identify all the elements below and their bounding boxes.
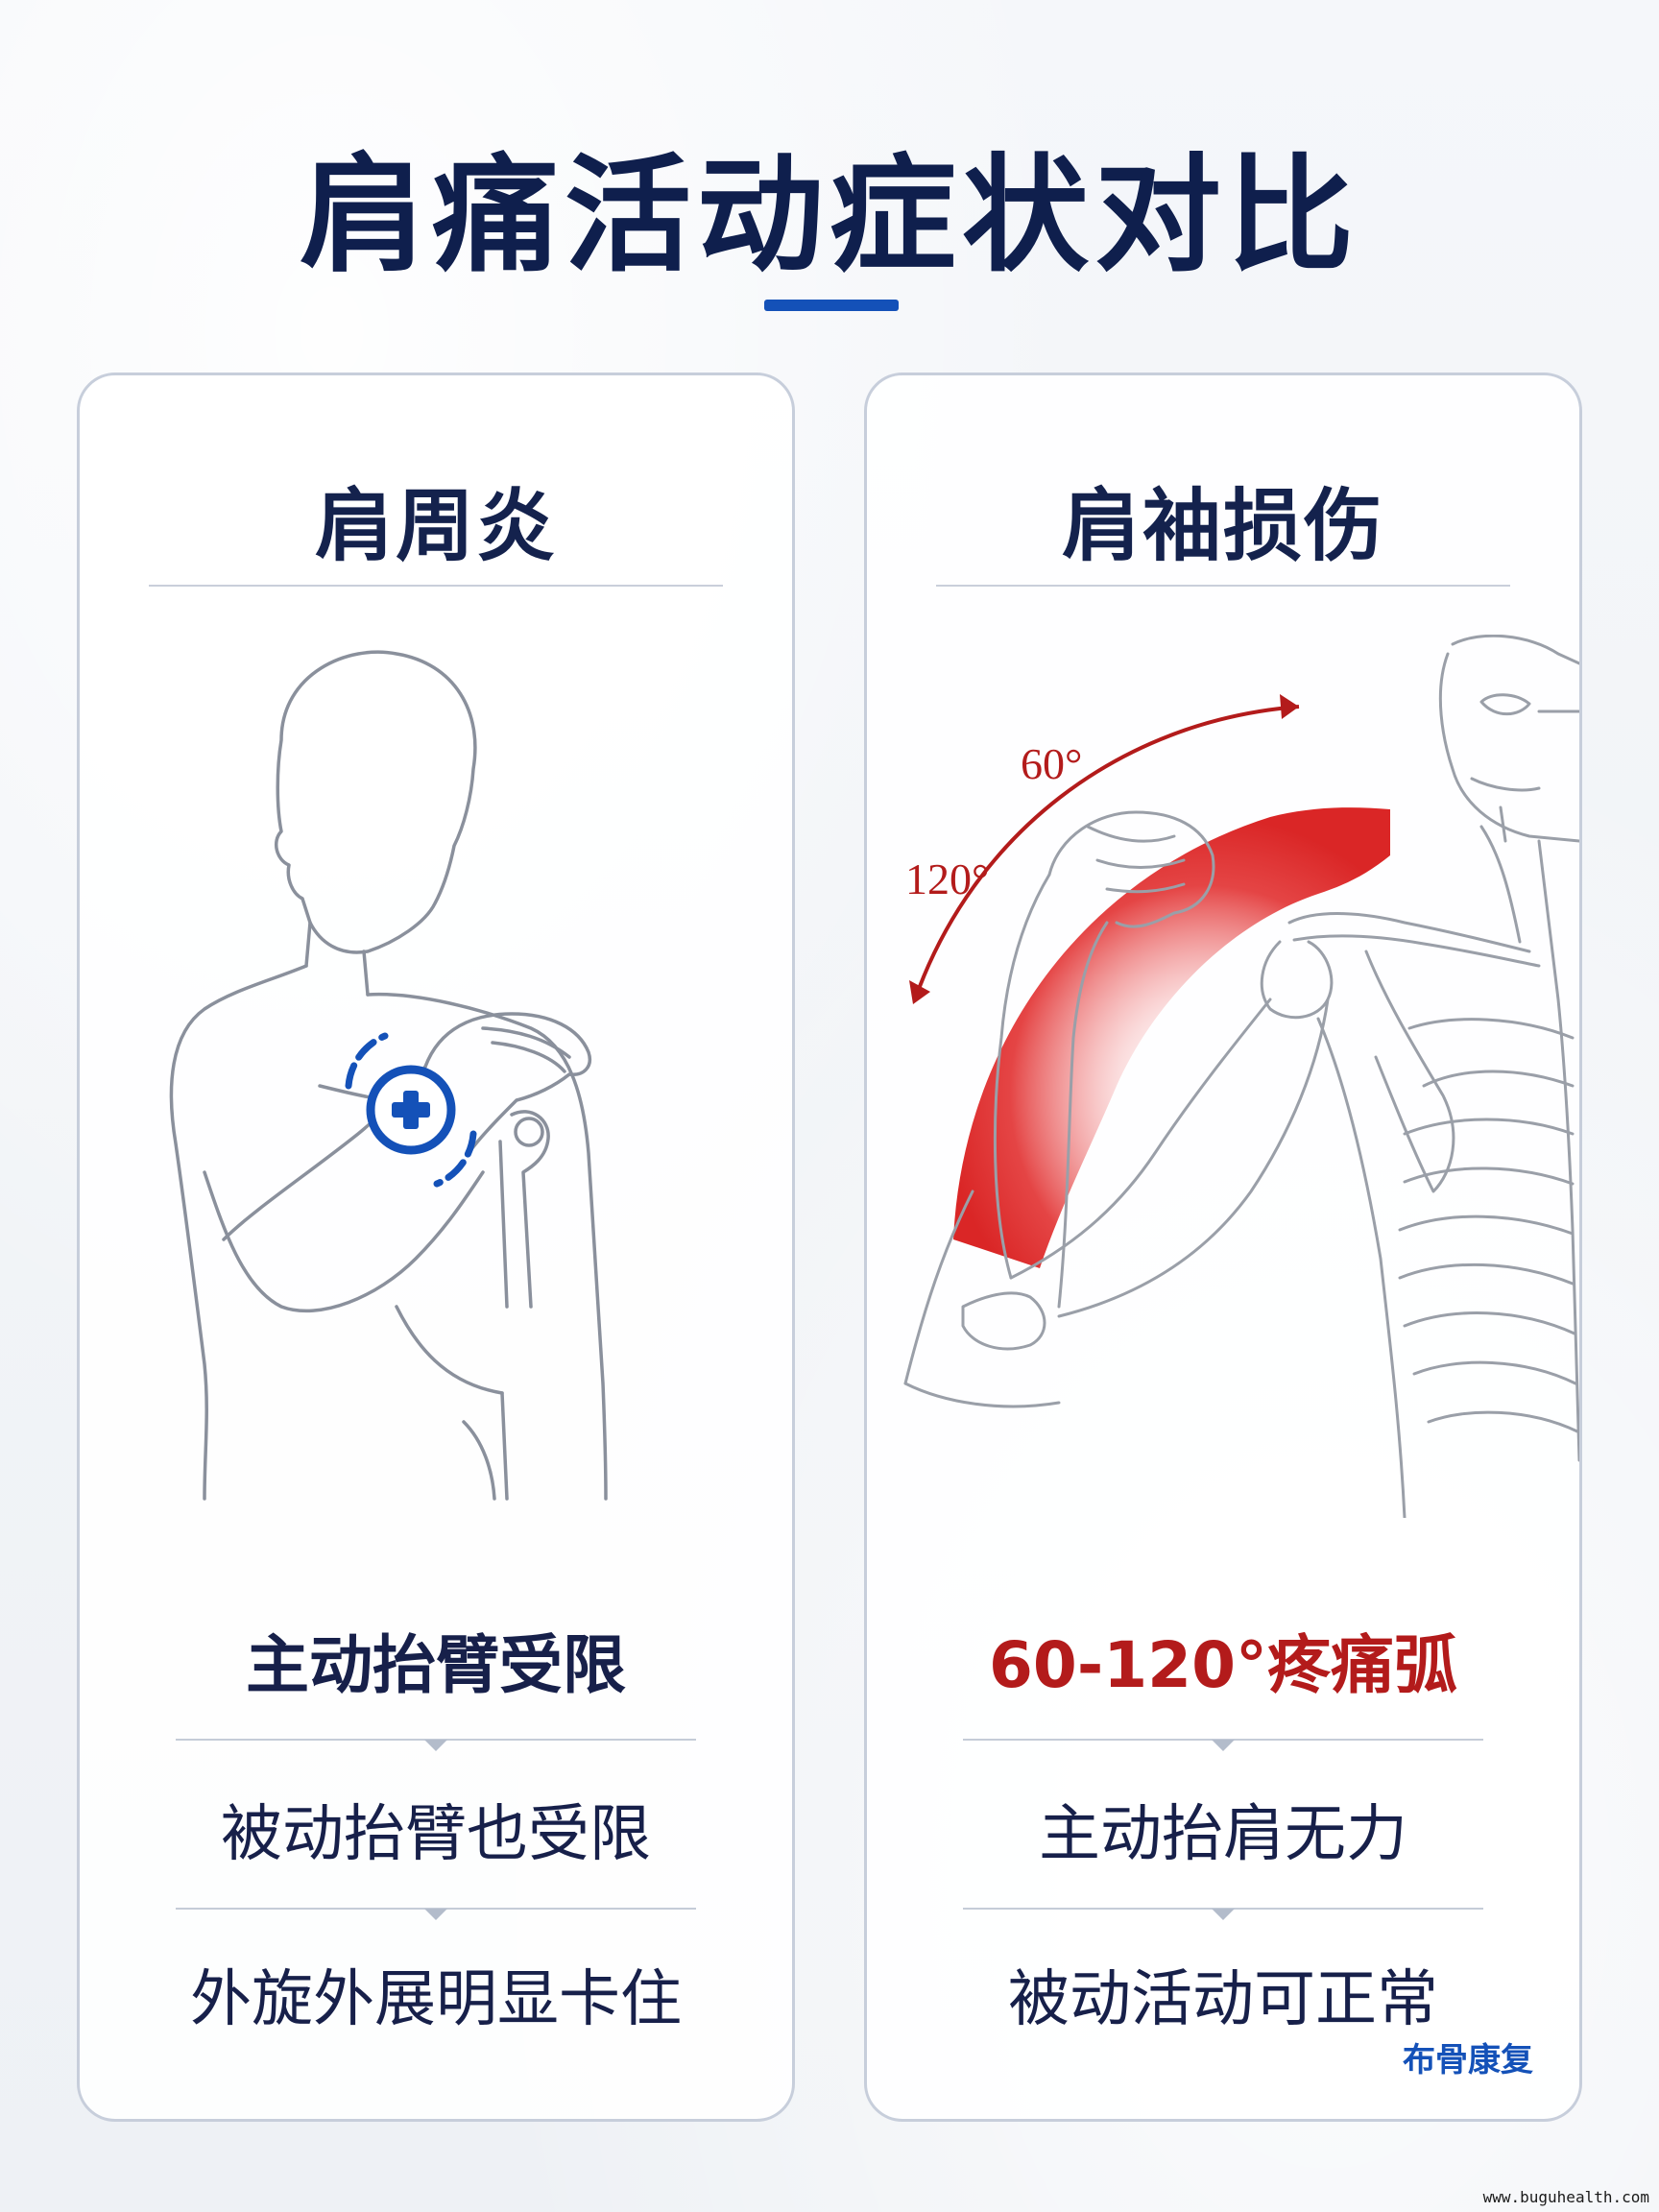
pain-zone [953, 807, 1390, 1268]
skeleton-arm-svg: 60° 120° [903, 635, 1579, 1518]
card-title: 肩袖损伤 [1061, 481, 1384, 572]
brand-label: 布骨康复 [1403, 2041, 1533, 2080]
sub-symptom: 外旋外展明显卡住 [190, 1964, 682, 2035]
card-rotator-cuff-injury: 肩袖损伤 [864, 373, 1582, 2122]
page-title: 肩痛活动症状对比 [300, 142, 1359, 290]
skeleton-painful-arc-illustration: 60° 120° [867, 635, 1579, 1518]
title-underline [764, 300, 899, 311]
chevron-down-icon [1212, 1740, 1235, 1751]
separator [176, 1739, 696, 1751]
main-symptom: 60-120°疼痛弧 [988, 1628, 1457, 1702]
medical-cross-badge-icon [345, 1032, 477, 1188]
separator [963, 1908, 1483, 1920]
chevron-down-icon [424, 1909, 447, 1920]
arc-label-120: 120° [905, 854, 989, 903]
sub-symptom: 主动抬肩无力 [1039, 1799, 1407, 1870]
card-divider [149, 585, 723, 587]
main-symptom: 主动抬臂受限 [246, 1628, 626, 1702]
man-outline-svg [169, 650, 608, 1501]
separator [176, 1908, 696, 1920]
arc-label-60: 60° [1021, 739, 1082, 788]
chevron-down-icon [424, 1740, 447, 1751]
card-frozen-shoulder: 肩周炎 [77, 373, 795, 2122]
sub-symptom: 被动抬臂也受限 [221, 1799, 651, 1870]
footer-url: www.buguhealth.com [1482, 2188, 1649, 2206]
painful-arc-arrow-icon [909, 694, 1300, 1004]
card-divider [936, 585, 1510, 587]
card-title: 肩周炎 [314, 481, 557, 572]
separator [963, 1739, 1483, 1751]
man-holding-shoulder-illustration [80, 635, 792, 1518]
chevron-down-icon [1212, 1909, 1235, 1920]
sub-symptom: 被动活动可正常 [1008, 1964, 1438, 2035]
